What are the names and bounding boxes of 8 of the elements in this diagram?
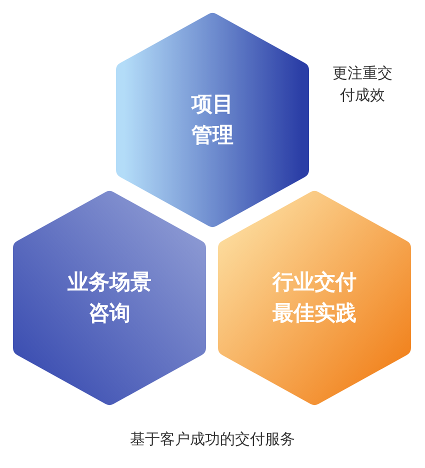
hexagon-label: 行业交付最佳实践 [271, 269, 358, 327]
hexagon [217, 190, 412, 406]
hexagon [12, 190, 207, 406]
hexagon-label: 项目管理 [190, 91, 234, 149]
note-text: 更注重交付成效 [331, 63, 394, 106]
caption: 基于客户成功的交付服务 [129, 429, 296, 450]
hexagon-label: 业务场景咨询 [66, 269, 152, 327]
hexagon [115, 12, 310, 228]
